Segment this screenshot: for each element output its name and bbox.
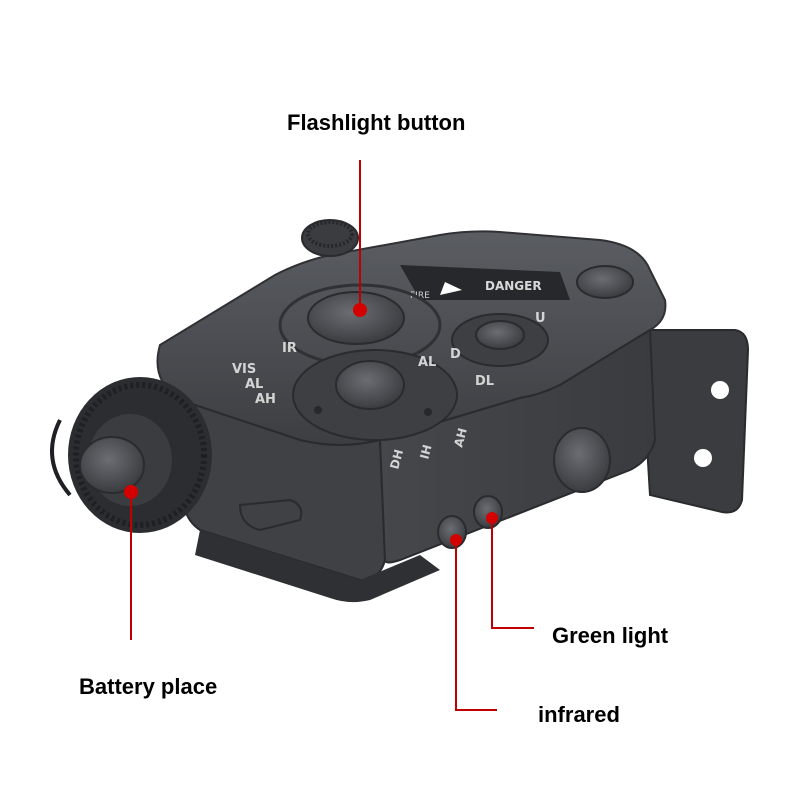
battery-cap bbox=[50, 377, 212, 533]
infrared-pointer bbox=[450, 534, 462, 546]
secondary-dial bbox=[451, 313, 549, 367]
green-light-callout: Green light bbox=[552, 623, 669, 648]
battery-pointer bbox=[124, 485, 138, 499]
green-leader bbox=[491, 518, 534, 629]
ih-marking: IH bbox=[417, 443, 434, 461]
rear-dial bbox=[576, 265, 634, 299]
al-marking-right: AL bbox=[418, 355, 436, 370]
brand-text: DANGER bbox=[485, 279, 542, 293]
vis-marking: VIS bbox=[232, 362, 256, 377]
green-light-button bbox=[473, 495, 503, 529]
infrared-callout: infrared bbox=[538, 702, 620, 727]
mount-hole bbox=[711, 381, 729, 399]
bottom-rail bbox=[195, 530, 440, 603]
d-marking: D bbox=[450, 347, 461, 362]
flashlight-pointer bbox=[353, 303, 367, 317]
ah-marking: AH bbox=[255, 392, 276, 407]
mount-plate bbox=[638, 329, 750, 514]
mount-hole bbox=[694, 449, 712, 467]
infrared-leader bbox=[455, 540, 497, 711]
flashlight-callout: Flashlight button bbox=[287, 110, 466, 135]
fire-marking: FIRE bbox=[410, 291, 430, 301]
battery-callout: Battery place bbox=[79, 674, 218, 699]
flashlight-button bbox=[307, 291, 405, 345]
ah-side-marking: AH bbox=[451, 426, 470, 448]
dh-marking: DH bbox=[387, 448, 406, 471]
device-side bbox=[378, 328, 657, 564]
ir-marking: IR bbox=[282, 341, 297, 356]
green-pointer bbox=[486, 512, 498, 524]
side-button bbox=[553, 427, 611, 493]
laser-warning-icon bbox=[440, 282, 462, 295]
mode-selector bbox=[292, 349, 458, 441]
u-marking: U bbox=[535, 311, 546, 326]
side-bracket bbox=[238, 498, 303, 532]
adjust-knob bbox=[301, 219, 359, 257]
al-marking: AL bbox=[245, 377, 263, 392]
dl-marking: DL bbox=[475, 374, 494, 389]
